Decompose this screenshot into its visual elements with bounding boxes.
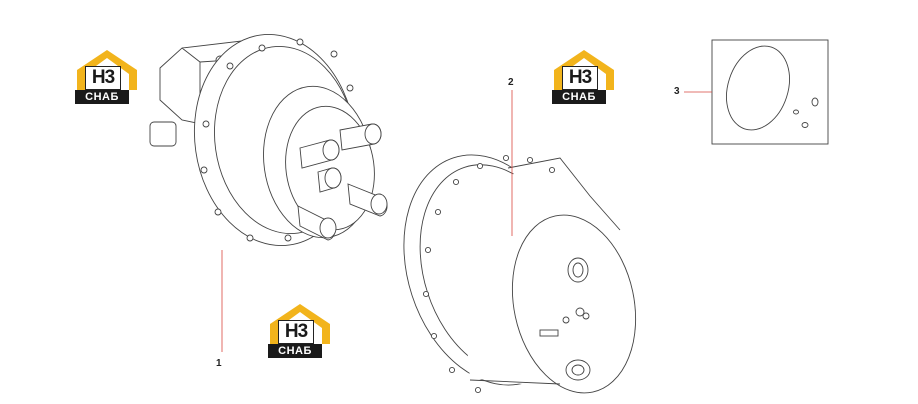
watermark-logo-3: Н3 СНАБ: [268, 302, 332, 360]
wheel-studs: [297, 123, 388, 241]
logo-h3-text: Н3: [562, 66, 598, 90]
callout-2: 2: [508, 77, 514, 88]
o-ring-small-3: [801, 122, 809, 128]
logo-h3-text: Н3: [85, 66, 121, 90]
house-roof-icon: [554, 50, 614, 90]
watermark-logo-1: Н3 СНАБ: [75, 48, 139, 106]
o-ring-small-2: [793, 109, 799, 115]
part-3-seal-kit[interactable]: [711, 38, 829, 145]
callout-1: 1: [216, 358, 222, 369]
logo-h3-text: Н3: [278, 320, 314, 344]
housing-ports: [539, 257, 591, 381]
callout-3: 3: [674, 86, 680, 97]
o-ring-small-1: [811, 97, 819, 107]
part-2-gearbox-housing[interactable]: [376, 132, 652, 404]
part-1-travel-motor[interactable]: [149, 24, 388, 256]
house-roof-icon: [77, 50, 137, 90]
housing-bolt-holes: [422, 154, 556, 394]
logo-snab-text: СНАБ: [552, 90, 606, 104]
logo-snab-text: СНАБ: [75, 90, 129, 104]
watermark-logo-2: Н3 СНАБ: [552, 48, 616, 106]
house-roof-icon: [270, 304, 330, 344]
logo-snab-text: СНАБ: [268, 344, 322, 358]
seal-kit-frame: [711, 39, 829, 145]
o-ring-large: [726, 45, 790, 131]
leader-lines: [221, 90, 712, 352]
